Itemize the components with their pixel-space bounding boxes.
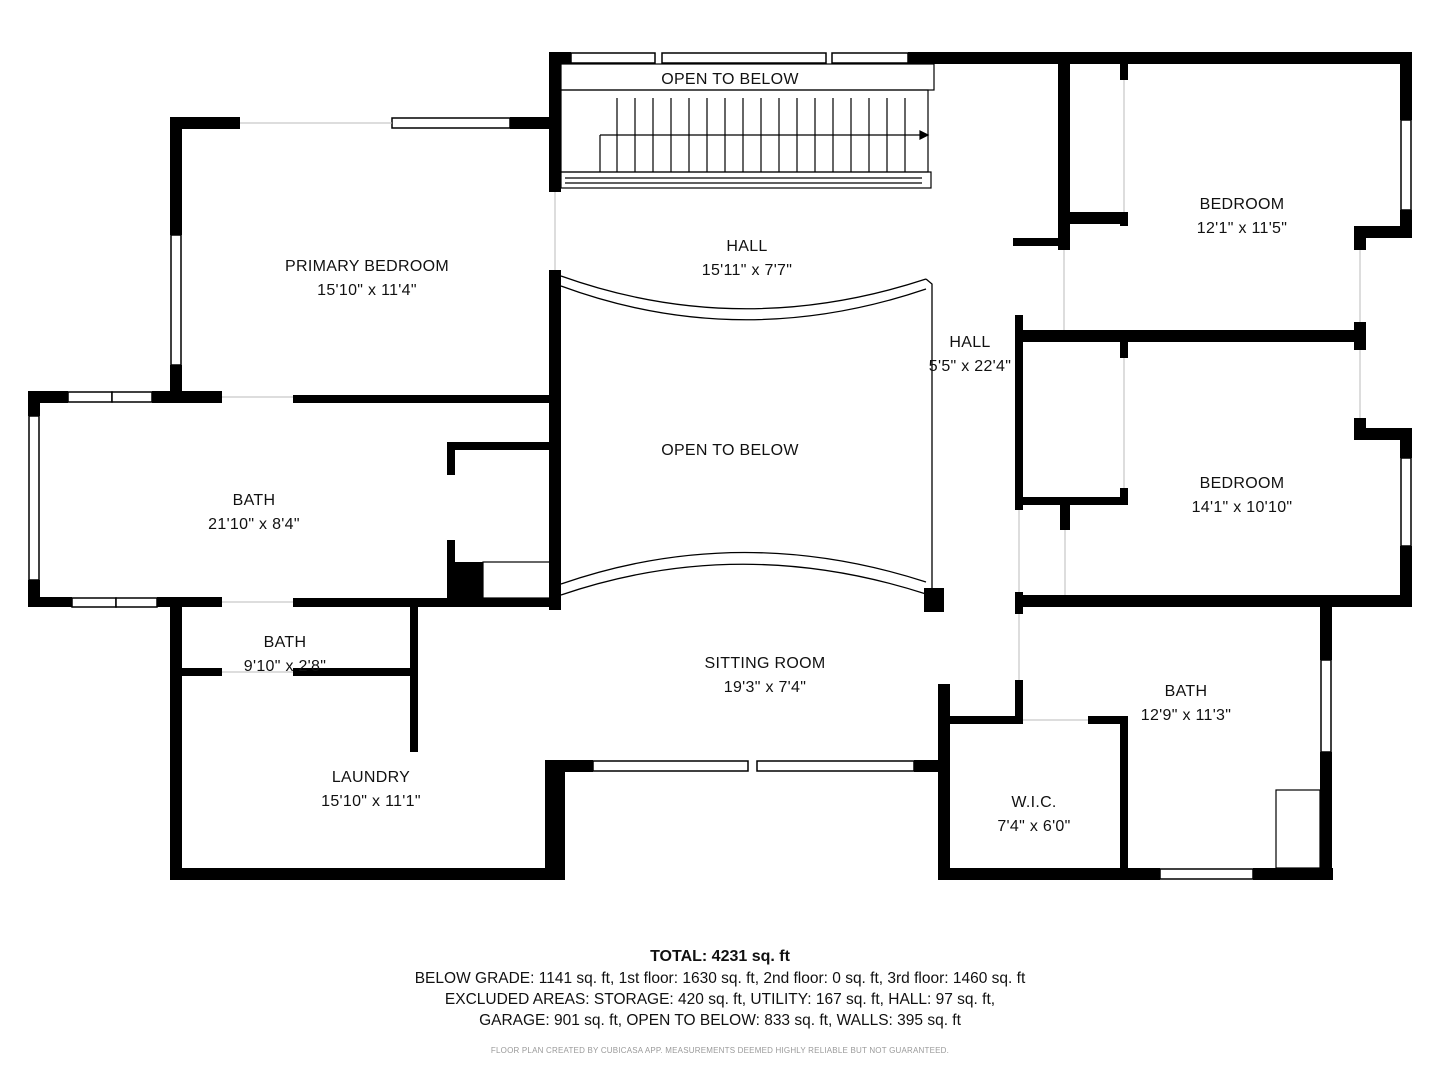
primary-bedroom-name: PRIMARY BEDROOM bbox=[285, 258, 449, 275]
area-breakdown-line-3: GARAGE: 901 sq. ft, OPEN TO BELOW: 833 s… bbox=[479, 1012, 961, 1029]
bath-right-dims: 12'9" x 11'3" bbox=[1141, 707, 1231, 724]
doors bbox=[222, 80, 1361, 721]
disclaimer: FLOOR PLAN CREATED BY CUBICASA APP. MEAS… bbox=[490, 1046, 950, 1055]
bath-large-dims: 21'10" x 8'4" bbox=[208, 516, 300, 533]
bedroom-2-name: BEDROOM bbox=[1200, 475, 1285, 492]
bedroom-2-dims: 14'1" x 10'10" bbox=[1192, 499, 1293, 516]
area-breakdown-line-2: EXCLUDED AREAS: STORAGE: 420 sq. ft, UTI… bbox=[444, 991, 996, 1008]
sitting-room-dims: 19'3" x 7'4" bbox=[724, 679, 806, 696]
bath-right-name: BATH bbox=[1165, 683, 1208, 700]
floor-plan: OPEN TO BELOW PRIMARY BEDROOM 15'10" x 1… bbox=[28, 52, 1412, 880]
fixtures bbox=[482, 561, 1321, 869]
bath-small-name: BATH bbox=[264, 634, 307, 651]
wic-name: W.I.C. bbox=[1011, 794, 1056, 811]
room-labels: OPEN TO BELOW PRIMARY BEDROOM 15'10" x 1… bbox=[208, 71, 1292, 835]
hall-upper-dims: 15'11" x 7'7" bbox=[702, 262, 792, 279]
hall-right-name: HALL bbox=[949, 334, 990, 351]
open-to-below-railing bbox=[560, 275, 933, 596]
total-area: TOTAL: 4231 sq. ft bbox=[650, 948, 790, 965]
bedroom-1-name: BEDROOM bbox=[1200, 196, 1285, 213]
bath-large-name: BATH bbox=[233, 492, 276, 509]
stairs bbox=[560, 63, 935, 189]
wic-dims: 7'4" x 6'0" bbox=[997, 818, 1070, 835]
open-to-below-top-name: OPEN TO BELOW bbox=[661, 71, 799, 88]
laundry-name: LAUNDRY bbox=[332, 769, 410, 786]
laundry-dims: 15'10" x 11'1" bbox=[321, 793, 421, 810]
sitting-room-name: SITTING ROOM bbox=[705, 655, 826, 672]
bedroom-1-dims: 12'1" x 11'5" bbox=[1197, 220, 1287, 237]
area-breakdown-line-1: BELOW GRADE: 1141 sq. ft, 1st floor: 163… bbox=[414, 970, 1026, 987]
windows bbox=[28, 52, 1412, 880]
bath-small-dims: 9'10" x 2'8" bbox=[244, 658, 326, 675]
open-to-below-center-name: OPEN TO BELOW bbox=[661, 442, 799, 459]
walls bbox=[28, 52, 1412, 880]
hall-right-dims: 5'5" x 22'4" bbox=[929, 358, 1011, 375]
hall-upper-name: HALL bbox=[726, 238, 767, 255]
primary-bedroom-dims: 15'10" x 11'4" bbox=[317, 282, 417, 299]
